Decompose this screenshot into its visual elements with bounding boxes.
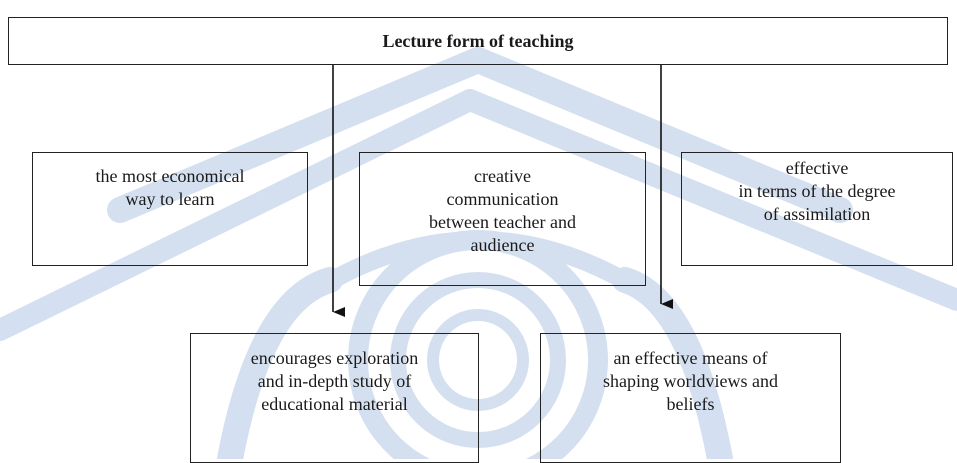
- node-creative-communication-label: creative communication between teacher a…: [429, 166, 576, 255]
- node-economical-label: the most economical way to learn: [95, 166, 245, 209]
- node-effective-assimilation: effective in terms of the degree of assi…: [681, 152, 953, 266]
- node-worldviews-label: an effective means of shaping worldviews…: [603, 348, 778, 414]
- node-creative-communication: creative communication between teacher a…: [359, 152, 646, 286]
- diagram-title-box: Lecture form of teaching: [8, 17, 948, 65]
- diagram-title: Lecture form of teaching: [382, 30, 574, 51]
- node-effective-assimilation-label: effective in terms of the degree of assi…: [738, 158, 896, 224]
- node-exploration: encourages exploration and in-depth stud…: [190, 333, 479, 463]
- node-exploration-label: encourages exploration and in-depth stud…: [250, 348, 419, 414]
- node-worldviews: an effective means of shaping worldviews…: [540, 333, 841, 463]
- node-economical: the most economical way to learn: [32, 152, 308, 266]
